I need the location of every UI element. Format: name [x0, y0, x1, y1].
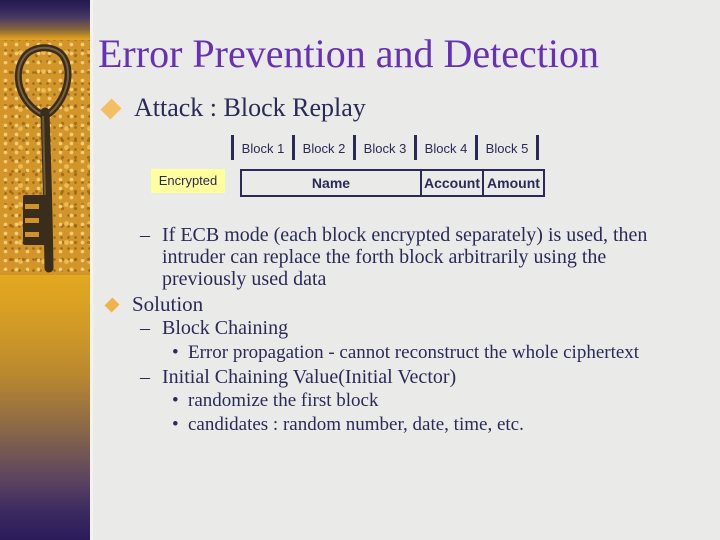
- key-photo-strip: [0, 0, 93, 540]
- block-separator: [475, 135, 478, 160]
- dot-marker: •: [172, 342, 179, 363]
- block-separator: [414, 135, 417, 160]
- attack-bullet-label: Attack : Block Replay: [134, 93, 366, 122]
- table-cell-name: Name: [311, 175, 351, 191]
- candidates-row: • candidates : random number, date, time…: [172, 414, 524, 436]
- strip-top-gradient: [0, 0, 90, 40]
- ecb-text-1: If ECB mode (each block encrypted separa…: [162, 224, 648, 246]
- encrypted-label: Encrypted: [151, 169, 225, 193]
- dot-marker: •: [172, 390, 179, 411]
- block-separator: [353, 135, 356, 160]
- block-chaining-label: Block Chaining: [162, 317, 289, 339]
- ecb-line-1: – If ECB mode (each block encrypted sepa…: [140, 224, 647, 247]
- solution-bullet-label: Solution: [132, 292, 204, 316]
- error-propagation-row: • Error propagation - cannot reconstruct…: [172, 342, 639, 364]
- key-photo: [0, 40, 90, 275]
- diamond-bullet-icon: [100, 98, 122, 120]
- block-label-2: Block 2: [302, 140, 346, 156]
- ecb-text-2: intruder can replace the forth block arb…: [162, 246, 607, 268]
- slide-title: Error Prevention and Detection: [98, 31, 599, 76]
- attack-bullet-row: Attack : Block Replay: [100, 93, 366, 123]
- record-table: Name Account Amount: [240, 169, 545, 197]
- ecb-line-3: previously used data: [162, 268, 326, 291]
- block-separator: [292, 135, 295, 160]
- table-cell-account: Account: [420, 171, 482, 195]
- dash-marker: –: [140, 224, 150, 246]
- diamond-bullet-icon: [104, 297, 120, 313]
- block-labels-row: Block 1 Block 2 Block 3 Block 4 Block 5: [231, 135, 539, 160]
- block-label-3: Block 3: [363, 140, 407, 156]
- dash-marker: –: [140, 366, 150, 388]
- candidates-label: candidates : random number, date, time, …: [188, 414, 524, 435]
- strip-bottom-gradient: [0, 275, 90, 540]
- ecb-line-2: intruder can replace the forth block arb…: [162, 246, 606, 269]
- error-propagation-label: Error propagation - cannot reconstruct t…: [188, 342, 640, 363]
- dot-marker: •: [172, 414, 179, 435]
- block-separator: [536, 135, 539, 160]
- key-icon: [14, 44, 72, 273]
- block-label-5: Block 5: [485, 140, 529, 156]
- block-label-1: Block 1: [241, 140, 285, 156]
- ecb-text-3: previously used data: [162, 268, 327, 290]
- solution-bullet-row: Solution: [104, 292, 203, 317]
- initial-chaining-row: – Initial Chaining Value(Initial Vector): [140, 366, 456, 389]
- table-cell-amount: Amount: [482, 171, 543, 195]
- block-separator: [231, 135, 234, 160]
- randomize-label: randomize the first block: [188, 390, 379, 411]
- block-chaining-row: – Block Chaining: [140, 317, 288, 340]
- block-label-4: Block 4: [424, 140, 468, 156]
- randomize-row: • randomize the first block: [172, 390, 378, 412]
- initial-chaining-label: Initial Chaining Value(Initial Vector): [162, 366, 457, 388]
- dash-marker: –: [140, 317, 150, 339]
